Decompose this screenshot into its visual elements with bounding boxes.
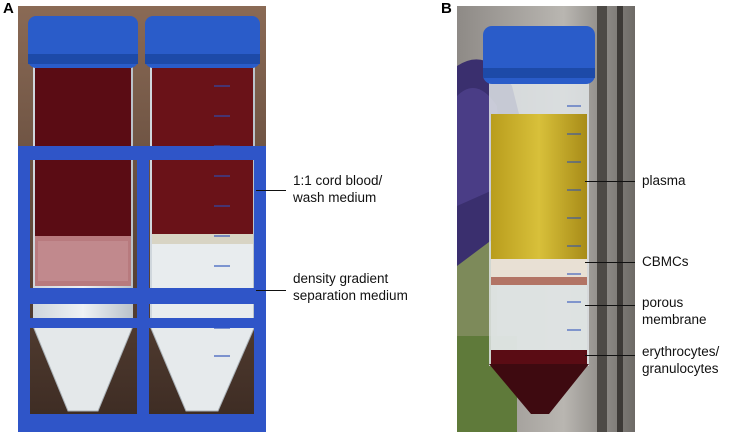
label-plasma: plasma <box>642 172 686 189</box>
panel-b-photo <box>457 6 635 432</box>
label-cbmcs: CBMCs <box>642 253 689 270</box>
label-line: plasma <box>642 173 686 188</box>
panel-b-letter: B <box>441 0 452 17</box>
label-erythrocytes-granulocytes: erythrocytes/ granulocytes <box>642 343 719 377</box>
tube-right <box>145 16 260 412</box>
label-line: porous <box>642 295 684 310</box>
leader-plasma <box>585 181 635 182</box>
label-line: density gradient <box>293 271 389 286</box>
leader-density-gradient <box>256 290 286 291</box>
tube-left <box>28 16 138 412</box>
label-line: 1:1 cord blood/ <box>293 173 383 188</box>
label-line: granulocytes <box>642 361 719 376</box>
label-porous-membrane: porous membrane <box>642 294 707 328</box>
label-line: wash medium <box>293 190 377 205</box>
tube-rack <box>18 146 266 432</box>
leader-cbmcs <box>585 262 635 263</box>
leader-erythrocytes <box>585 355 635 356</box>
panel-a-letter: A <box>3 0 14 17</box>
label-density-gradient: density gradient separation medium <box>293 270 408 304</box>
panel-a-photo <box>18 6 266 432</box>
label-line: membrane <box>642 312 707 327</box>
tube-b <box>483 26 595 414</box>
leader-porous-membrane <box>585 305 635 306</box>
label-line: separation medium <box>293 288 408 303</box>
label-line: CBMCs <box>642 254 689 269</box>
label-line: erythrocytes/ <box>642 344 720 359</box>
leader-cord-blood <box>256 190 286 191</box>
label-cord-blood-wash: 1:1 cord blood/ wash medium <box>293 172 382 206</box>
